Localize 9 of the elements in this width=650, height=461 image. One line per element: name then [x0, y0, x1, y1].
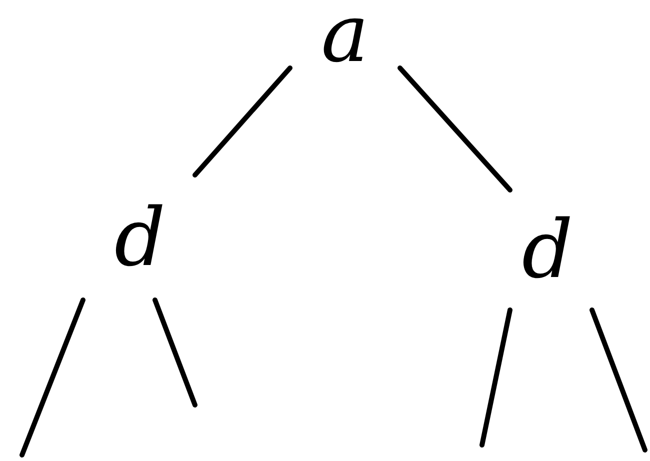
tree-branch-line	[590, 308, 648, 452]
node-letter: d	[522, 210, 574, 290]
tree-branch-line	[398, 66, 512, 192]
node-letter: d	[114, 198, 166, 278]
tree-branch-line	[480, 308, 512, 448]
tree-branch-line	[152, 298, 198, 408]
tree-branch-line	[192, 66, 292, 178]
node-letter: a	[321, 0, 369, 74]
tree-branch-line	[20, 298, 86, 458]
